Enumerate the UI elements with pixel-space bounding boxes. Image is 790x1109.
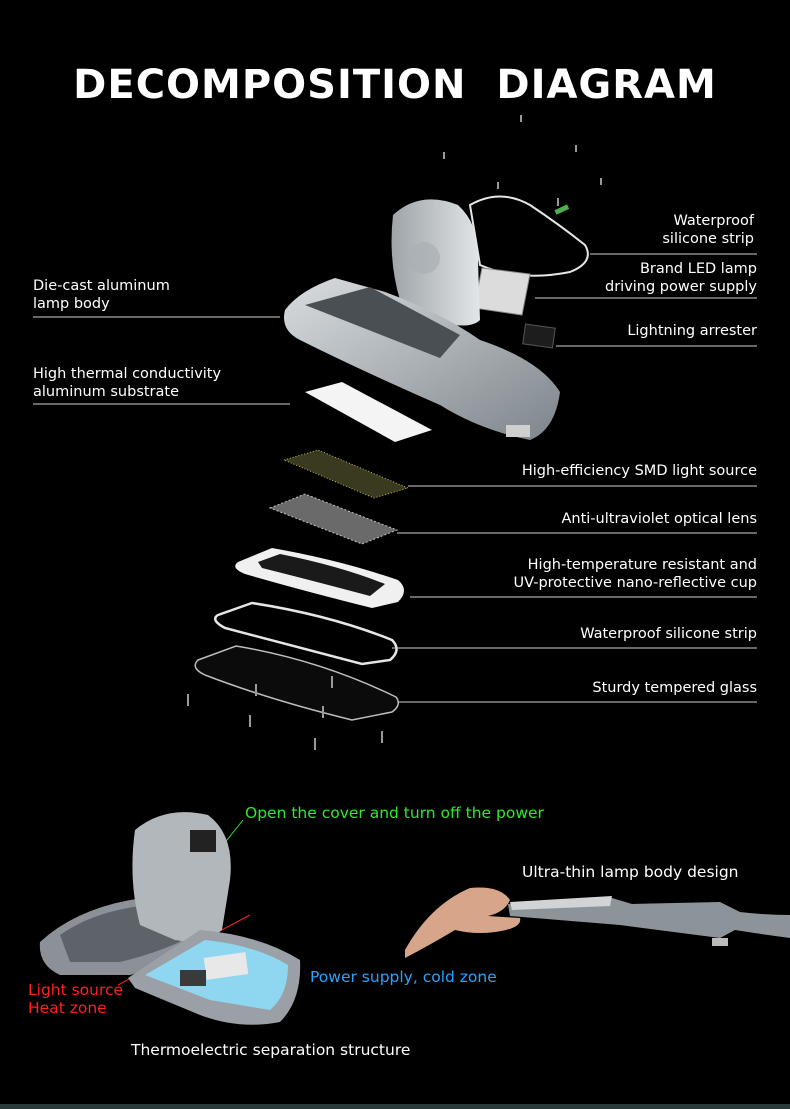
- label-uv-optical-lens: Anti-ultraviolet optical lens: [561, 511, 757, 527]
- tempered-glass: [194, 645, 399, 721]
- label-line: Brand LED lamp: [639, 261, 757, 277]
- label-line: silicone strip: [662, 231, 754, 247]
- smd-light-source: [282, 449, 410, 499]
- bottom-divider: [0, 1104, 790, 1109]
- label-open-cover: Open the cover and turn off the power: [245, 804, 544, 822]
- label-brand-led-driver: Brand LED lamp driving power supply: [605, 260, 757, 296]
- page-title: DECOMPOSITION DIAGRAM: [73, 62, 717, 108]
- label-heat-zone: Light source Heat zone: [28, 981, 123, 1017]
- label-tempered-glass: Sturdy tempered glass: [592, 680, 757, 696]
- driver-box: [473, 267, 531, 316]
- label-thermal-substrate: High thermal conductivity aluminum subst…: [33, 365, 221, 401]
- label-line: UV-protective nano-reflective cup: [513, 575, 757, 591]
- aluminum-substrate: [305, 382, 432, 442]
- label-ultra-thin: Ultra-thin lamp body design: [522, 863, 739, 881]
- top-screws: [443, 115, 602, 206]
- label-cold-zone: Power supply, cold zone: [310, 968, 497, 986]
- ultra-thin-lamp-illustration: [405, 887, 790, 958]
- label-line: High-temperature resistant and: [527, 557, 757, 573]
- label-line: High thermal conductivity: [33, 366, 222, 382]
- label-line: Die-cast aluminum: [33, 278, 170, 294]
- label-line: driving power supply: [605, 279, 757, 295]
- mid-silicone-strip: [213, 601, 398, 666]
- label-die-cast-body: Die-cast aluminum lamp body: [33, 277, 170, 313]
- label-thermoelectric-separation: Thermoelectric separation structure: [131, 1041, 411, 1059]
- optical-lens: [268, 493, 399, 545]
- green-part: [554, 204, 570, 215]
- label-waterproof-silicone-top: Waterproof silicone strip: [662, 212, 754, 248]
- label-line: aluminum substrate: [33, 384, 180, 400]
- label-smd-light-source: High-efficiency SMD light source: [521, 463, 757, 479]
- label-lightning-arrester: Lightning arrester: [627, 323, 757, 339]
- open-lamp-illustration: [39, 812, 301, 1025]
- label-reflective-cup: High-temperature resistant and UV-protec…: [514, 556, 757, 592]
- bottom-screws: [187, 676, 383, 750]
- top-silicone-strip: [468, 195, 589, 277]
- label-line: Waterproof: [673, 213, 754, 229]
- label-line: Heat zone: [28, 999, 107, 1017]
- label-line: Light source: [28, 981, 124, 999]
- lightning-arrester-part: [522, 323, 556, 349]
- label-line: lamp body: [33, 296, 110, 312]
- label-waterproof-silicone-mid: Waterproof silicone strip: [580, 626, 757, 642]
